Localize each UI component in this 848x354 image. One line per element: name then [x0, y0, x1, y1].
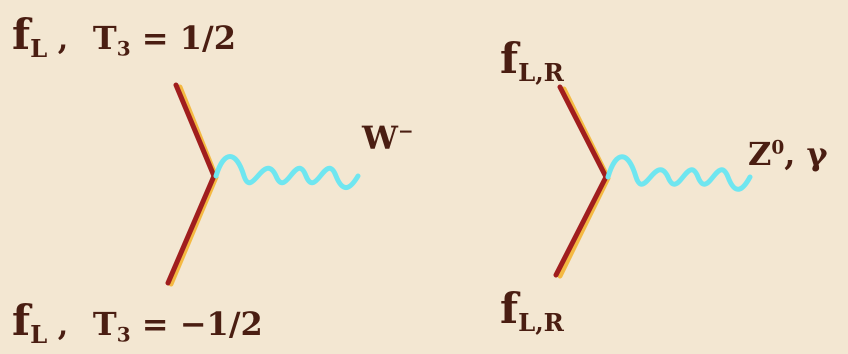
- isospin-value: = 1/2: [130, 19, 236, 57]
- fermion-subscript: L,R: [518, 307, 564, 337]
- left-fermion-lower: [165, 173, 217, 286]
- fermion-symbol: f: [12, 296, 31, 345]
- w-symbol: W: [362, 119, 398, 157]
- isospin-subscript: 3: [116, 36, 131, 61]
- w-boson-wavy-line: [213, 154, 361, 190]
- fermion-symbol: f: [12, 10, 31, 59]
- z-superscript: 0: [771, 137, 785, 159]
- separator-comma: ,: [47, 308, 69, 343]
- left-bottom-fermion-label: fL , T3 = −1/2: [12, 300, 263, 347]
- photon-symbol: , γ: [784, 135, 828, 173]
- fermion-subscript: L: [30, 33, 48, 63]
- fermion-symbol: f: [500, 284, 519, 333]
- left-fermion-upper: [173, 82, 217, 179]
- left-fermion-lines: [165, 82, 219, 287]
- w-charge: −: [397, 121, 414, 143]
- fermion-symbol: f: [500, 34, 519, 83]
- right-fermion-lines: [553, 84, 611, 279]
- z-photon-label: Z0, γ: [748, 138, 828, 170]
- fermion-subscript: L,R: [518, 57, 564, 87]
- isospin-symbol: T: [92, 19, 117, 57]
- fermion-subscript: L: [30, 319, 48, 349]
- right-fermion-lower-highlight: [557, 175, 611, 279]
- left-top-fermion-label: fL , T3 = 1/2: [12, 14, 236, 61]
- right-bottom-fermion-label: fL,R: [500, 288, 564, 335]
- separator-comma: ,: [47, 22, 69, 57]
- right-fermion-upper: [557, 84, 609, 180]
- isospin-symbol: T: [92, 305, 117, 343]
- right-top-fermion-label: fL,R: [500, 38, 564, 85]
- isospin-value: = −1/2: [130, 305, 263, 343]
- right-fermion-lower: [553, 174, 609, 278]
- w-boson-label: W−: [362, 122, 413, 154]
- z-symbol: Z: [748, 135, 772, 173]
- isospin-subscript: 3: [116, 322, 131, 347]
- z-photon-wavy-line: [605, 154, 753, 192]
